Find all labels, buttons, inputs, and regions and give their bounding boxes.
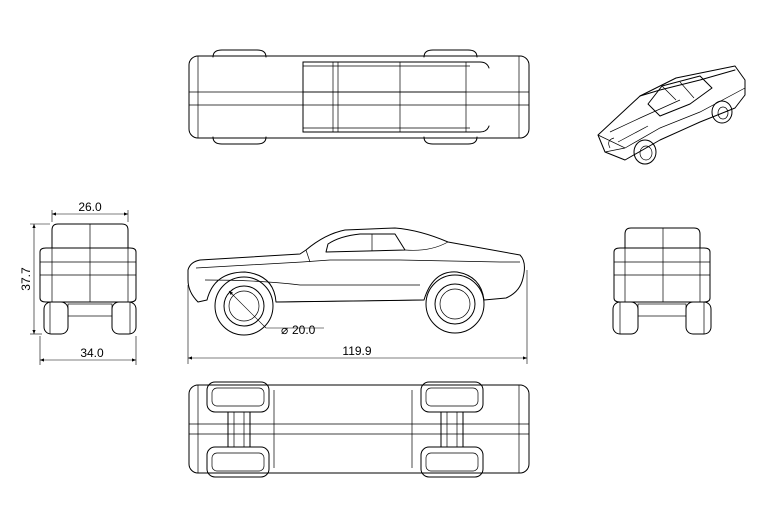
rear-view [612,227,712,335]
bottom-view [188,381,530,478]
dim-front-width-bottom: 34.0 [80,346,104,360]
top-view [188,49,530,145]
dim-diameter-symbol: ⌀ [281,323,288,337]
side-view: ⌀ 20.0 119.9 [187,227,528,364]
front-view: 26.0 37.7 34.0 [19,200,137,365]
isometric-view [597,65,746,165]
dim-front-height: 37.7 [19,267,33,291]
dim-overall-length: 119.9 [342,344,371,358]
dim-wheel-diameter: 20.0 [292,323,316,337]
dim-front-width-top: 26.0 [78,200,102,214]
